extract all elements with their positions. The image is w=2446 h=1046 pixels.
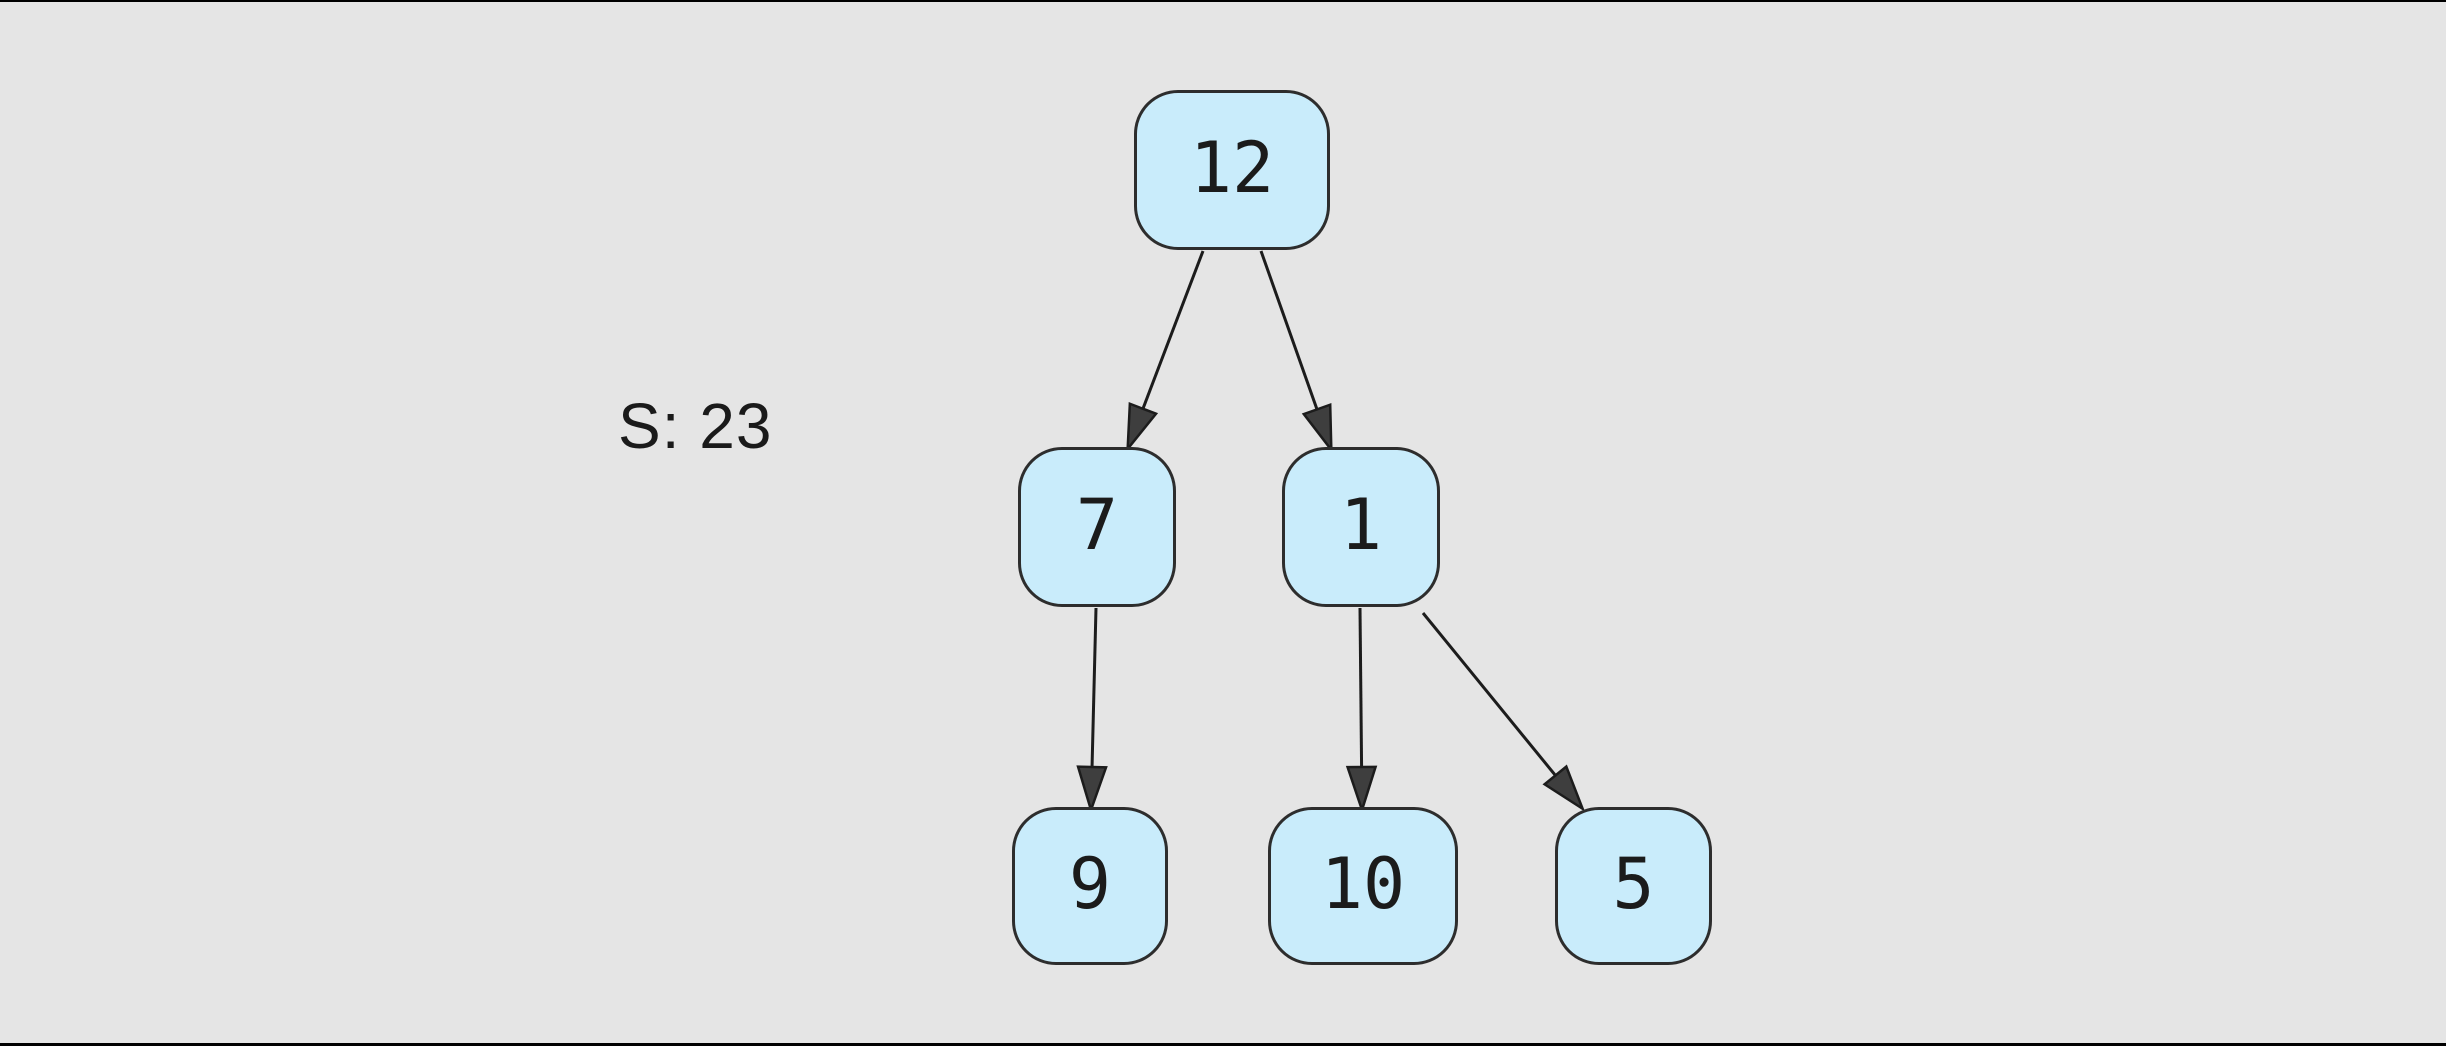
tree-edge-12-7 bbox=[1128, 250, 1205, 448]
tree-edge-1-10 bbox=[1360, 607, 1362, 809]
tree-edge-12-1 bbox=[1259, 250, 1331, 449]
tree-node-label: 9 bbox=[1068, 843, 1112, 925]
tree-node-label: 12 bbox=[1189, 127, 1275, 209]
tree-node-label: 5 bbox=[1612, 843, 1655, 925]
tree-node-12[interactable]: 12 bbox=[1134, 90, 1330, 250]
tree-edge-7-9 bbox=[1091, 607, 1096, 809]
tree-node-7[interactable]: 7 bbox=[1018, 447, 1176, 607]
tree-node-1[interactable]: 1 bbox=[1282, 447, 1440, 607]
tree-node-5[interactable]: 5 bbox=[1555, 807, 1712, 965]
tree-node-label: 1 bbox=[1339, 484, 1383, 566]
tree-node-label: 7 bbox=[1075, 484, 1119, 566]
tree-edge-1-5 bbox=[1421, 612, 1582, 808]
target-sum-label: S: 23 bbox=[618, 390, 773, 462]
tree-node-10[interactable]: 10 bbox=[1268, 807, 1458, 965]
tree-node-label: 10 bbox=[1320, 843, 1406, 925]
tree-node-9[interactable]: 9 bbox=[1012, 807, 1168, 965]
